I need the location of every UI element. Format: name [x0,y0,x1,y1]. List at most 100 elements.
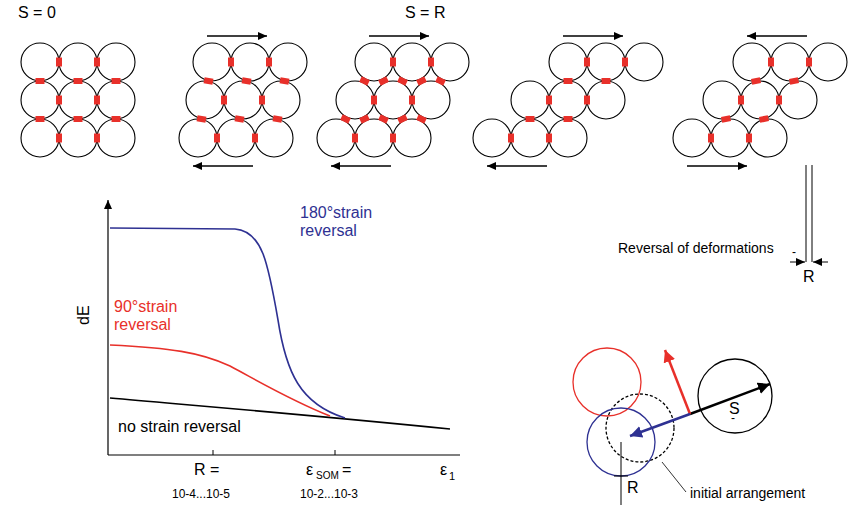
contact [602,78,611,84]
shear-arrow [369,35,429,37]
contact [352,134,358,143]
particle [549,119,587,157]
vector-symbol: R [627,479,639,497]
contact [428,58,434,67]
particle [355,43,393,81]
shear-arrow [193,165,253,167]
contact [221,96,227,105]
particle [193,43,231,81]
contact [759,115,769,123]
contact [546,134,552,143]
particle [186,81,224,119]
contact [56,96,62,105]
particle [374,81,412,119]
particle [587,43,625,81]
contact [371,96,377,105]
shear-arrow [563,35,623,37]
vector-bar: - [792,246,796,260]
contact [397,76,408,85]
contact [708,134,714,143]
particle [217,119,255,157]
contact-sketch [573,348,772,505]
note: Reversal of deformations [618,240,774,256]
particle [97,43,135,81]
axis-symbol: ε [306,461,313,479]
particle [625,43,663,81]
particle [431,43,469,81]
contact [768,58,774,67]
contact [56,58,62,67]
particle [511,81,549,119]
contact [378,76,389,85]
contact [378,114,389,123]
tick-value: 10-2...10-3 [300,488,358,502]
contact [266,58,272,67]
tick-value: 10-4...10-5 [172,488,230,502]
contact [806,58,812,67]
particle [703,81,741,119]
particle [21,81,59,119]
tick-label: = [342,461,351,479]
particle [21,43,59,81]
graph [108,200,460,455]
contact [359,114,370,123]
contact [74,78,83,84]
particle [255,119,293,157]
particle [673,119,711,157]
contact [789,77,799,85]
shear-arrow [687,165,747,167]
particle [393,119,431,157]
particle [231,43,269,81]
contact [390,58,396,67]
shear-arrow [207,35,267,37]
contact [252,134,258,143]
contact [508,134,514,143]
vector-bar: - [731,412,735,426]
axis-label: dE [75,305,93,325]
contact [214,134,220,143]
curve-label: 90°strain reversal [114,298,204,335]
contact [112,116,121,122]
contact [204,77,214,85]
contact [242,77,252,85]
contact [259,96,265,105]
particle [97,119,135,157]
contact [564,116,573,122]
contact [409,96,415,105]
contact [74,116,83,122]
particle [741,81,779,119]
contact [526,116,535,122]
particle [809,43,847,81]
contact [584,58,590,67]
contact [56,134,62,143]
contact [94,58,100,67]
particle [549,81,587,119]
contact [390,134,396,143]
reversal-marker [790,165,828,262]
note: initial arrangement [690,485,805,501]
contact [721,115,731,123]
particle [59,81,97,119]
particle [59,43,97,81]
contact [738,96,744,105]
state-label: S = 0 [18,4,56,22]
shear-arrow [331,165,391,167]
particle [317,119,355,157]
subscript: 1 [449,470,455,483]
curve-label: 180°strain reversal [300,204,385,241]
contact [112,78,121,84]
particle [749,119,787,157]
particle [711,119,749,157]
particle [262,81,300,119]
contact [197,115,207,123]
subscript: SOM [316,470,339,482]
particle [771,43,809,81]
particle [21,119,59,157]
contact [94,96,100,105]
particle [97,81,135,119]
contact [435,76,446,85]
particle [393,43,431,81]
contact [622,58,628,67]
